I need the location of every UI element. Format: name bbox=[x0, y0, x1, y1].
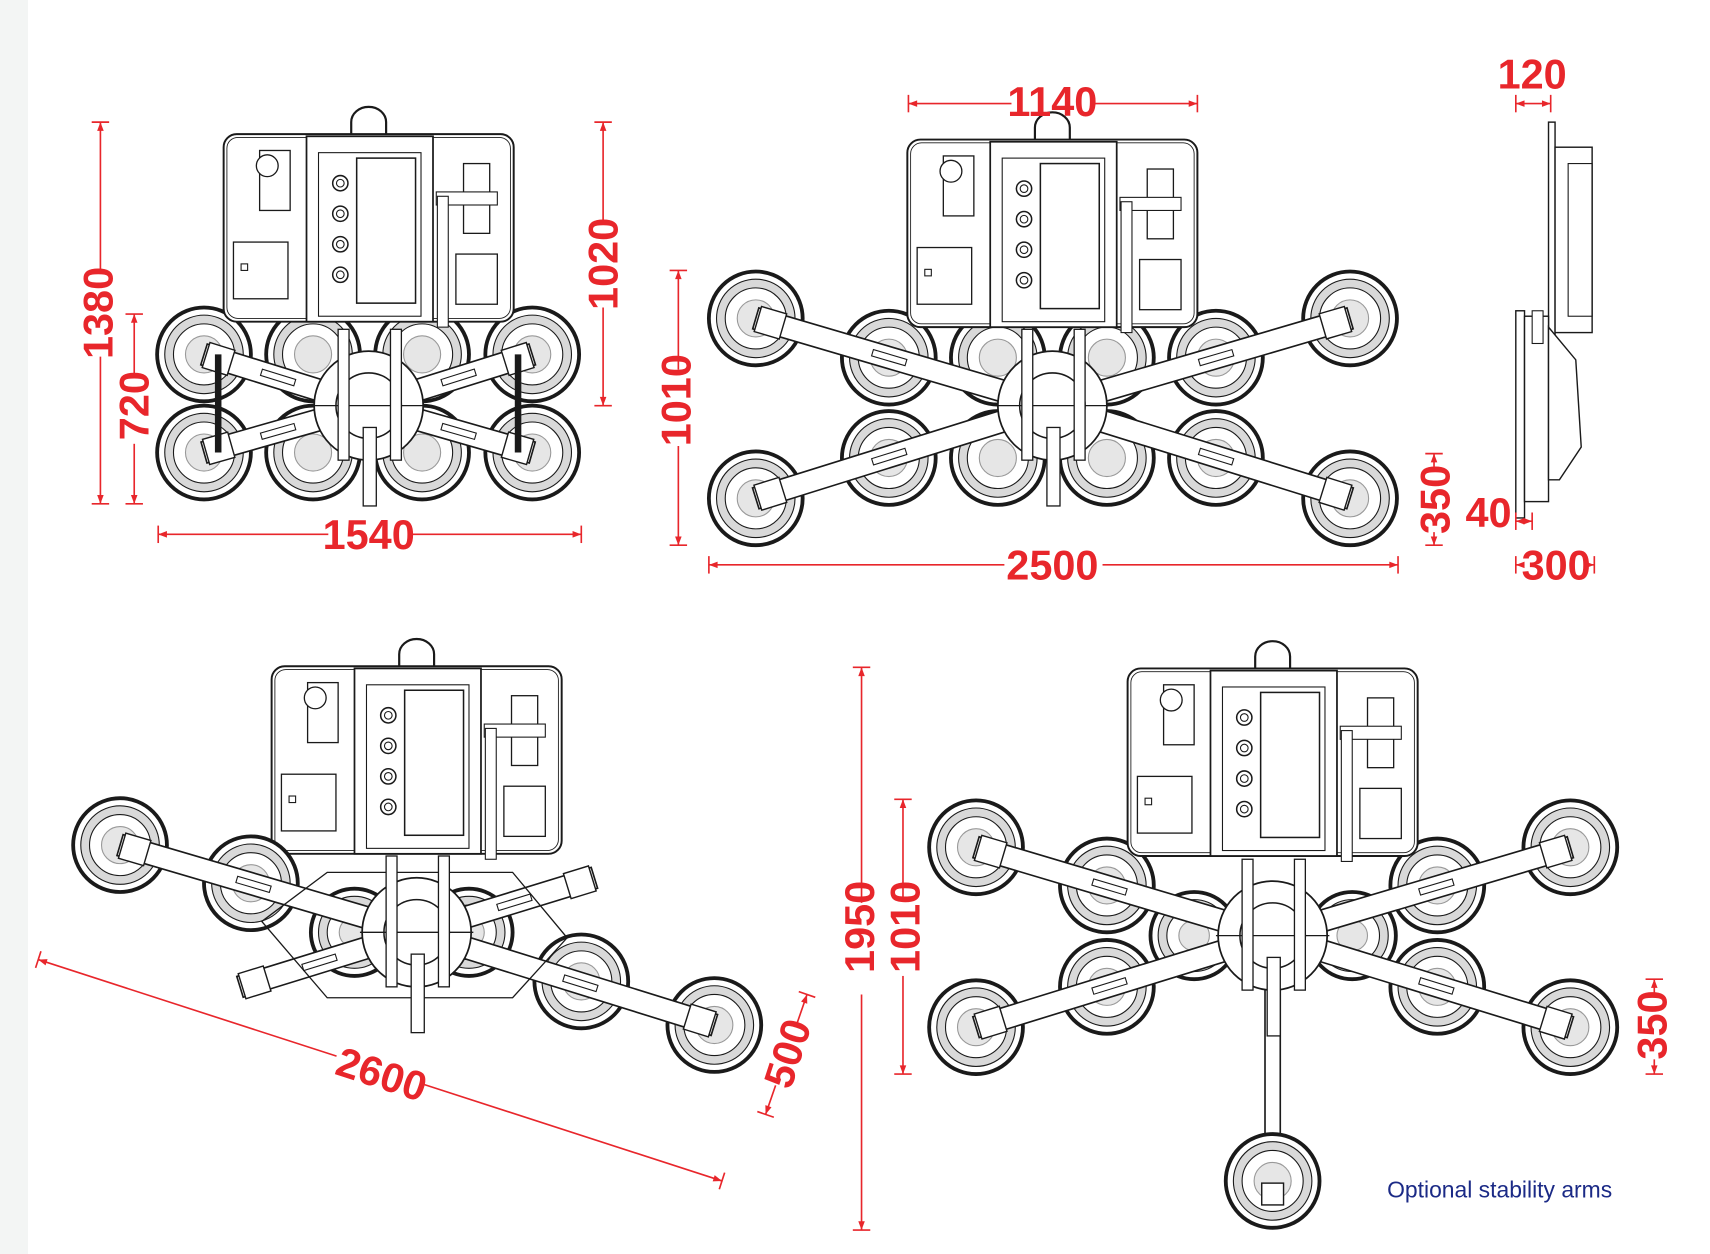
dim-1010-view2: 1010 bbox=[653, 354, 700, 446]
view-rotated bbox=[71, 637, 764, 1074]
dimension-line bbox=[669, 269, 688, 547]
lifting-eye bbox=[350, 105, 388, 136]
pump-box bbox=[455, 253, 498, 305]
rotation-hub bbox=[995, 328, 1110, 507]
display-screen bbox=[355, 157, 417, 304]
suction-arm bbox=[1268, 834, 1575, 948]
view-extended bbox=[706, 111, 1399, 548]
rotation-hub bbox=[359, 855, 474, 1034]
pump-box bbox=[1359, 787, 1402, 840]
gauge-icon bbox=[379, 798, 397, 816]
rotation-hub bbox=[311, 328, 426, 507]
dimension-line bbox=[1645, 978, 1664, 1075]
lifting-eye bbox=[1033, 111, 1071, 141]
gauge-icon bbox=[1235, 709, 1253, 726]
gauge-icon bbox=[1015, 241, 1033, 259]
view-compact bbox=[155, 105, 582, 507]
optional-stability-arms-note: Optional stability arms bbox=[1387, 1176, 1612, 1202]
suction-arm bbox=[751, 394, 1057, 512]
dim-1020: 1020 bbox=[580, 218, 627, 310]
lifting-eye bbox=[398, 637, 436, 668]
dimension-line bbox=[594, 121, 612, 407]
dim-1010-view4: 1010 bbox=[882, 881, 929, 973]
dim-40: 40 bbox=[1466, 489, 1512, 536]
dimension-line bbox=[1425, 452, 1443, 547]
lifter-body bbox=[1126, 640, 1419, 862]
cylinder bbox=[1120, 201, 1133, 334]
dimension-line bbox=[1514, 556, 1596, 574]
dim-1540: 1540 bbox=[323, 511, 415, 558]
dim-1140: 1140 bbox=[1007, 78, 1097, 125]
gauge-icon bbox=[379, 737, 397, 755]
dim-500: 500 bbox=[754, 1013, 820, 1093]
suction-cup bbox=[949, 409, 1047, 507]
gauge-icon bbox=[1235, 770, 1253, 787]
dimension-line bbox=[907, 94, 1199, 113]
dim-2500: 2500 bbox=[1006, 541, 1098, 588]
cylinder bbox=[436, 195, 449, 328]
gauge-icon bbox=[331, 266, 349, 284]
gauge-icon bbox=[331, 205, 349, 223]
dimension-line bbox=[157, 525, 583, 544]
view-side bbox=[1515, 121, 1593, 519]
dim-120: 120 bbox=[1498, 51, 1567, 98]
gauge-icon bbox=[1235, 800, 1253, 818]
gauge-icon bbox=[379, 706, 397, 724]
gauge-icon bbox=[1015, 271, 1033, 289]
cylinder bbox=[1340, 730, 1353, 862]
display-screen bbox=[1039, 162, 1101, 310]
dimension-line bbox=[125, 313, 143, 505]
dim-2600: 2600 bbox=[331, 1037, 433, 1110]
gauge-icon bbox=[1015, 210, 1033, 228]
display-screen bbox=[1259, 691, 1321, 839]
centre-beam bbox=[1046, 426, 1061, 507]
centre-beam bbox=[410, 953, 425, 1034]
dimension-line bbox=[894, 798, 912, 1075]
gauge-icon bbox=[1235, 739, 1253, 757]
lifter-body bbox=[222, 105, 515, 328]
dimension-line bbox=[757, 990, 816, 1119]
dimension-line bbox=[708, 556, 1399, 574]
lifter-body bbox=[906, 111, 1199, 334]
dimension-line bbox=[1514, 94, 1552, 113]
gauge-icon bbox=[379, 767, 397, 785]
dim-720: 720 bbox=[111, 371, 158, 440]
lifter-body bbox=[270, 637, 563, 860]
lifting-eye bbox=[1254, 640, 1292, 670]
view-stability-arms bbox=[927, 640, 1620, 1230]
dim-350-view2: 350 bbox=[1412, 465, 1459, 534]
dimension-line bbox=[1514, 512, 1533, 530]
dim-300: 300 bbox=[1522, 541, 1591, 588]
gauge-icon bbox=[331, 235, 349, 253]
gauge-icon bbox=[331, 174, 349, 192]
cylinder bbox=[484, 727, 497, 860]
suction-cup bbox=[1223, 1132, 1322, 1230]
dimension-line bbox=[91, 121, 110, 505]
dim-350-view4: 350 bbox=[1629, 990, 1676, 1059]
gauge-icon bbox=[1015, 180, 1033, 198]
dim-1950: 1950 bbox=[836, 881, 883, 973]
dim-1380: 1380 bbox=[75, 267, 122, 359]
pump-box bbox=[1138, 258, 1182, 311]
dimension-line bbox=[34, 951, 726, 1190]
rotation-hub bbox=[1215, 858, 1330, 1037]
dimension-line bbox=[852, 666, 871, 1231]
centre-beam bbox=[362, 426, 377, 507]
suction-arm bbox=[971, 834, 1277, 948]
left-margin-stripe bbox=[0, 0, 28, 1254]
pump-box bbox=[503, 785, 546, 838]
centre-beam bbox=[1266, 956, 1281, 1037]
display-screen bbox=[403, 689, 465, 837]
